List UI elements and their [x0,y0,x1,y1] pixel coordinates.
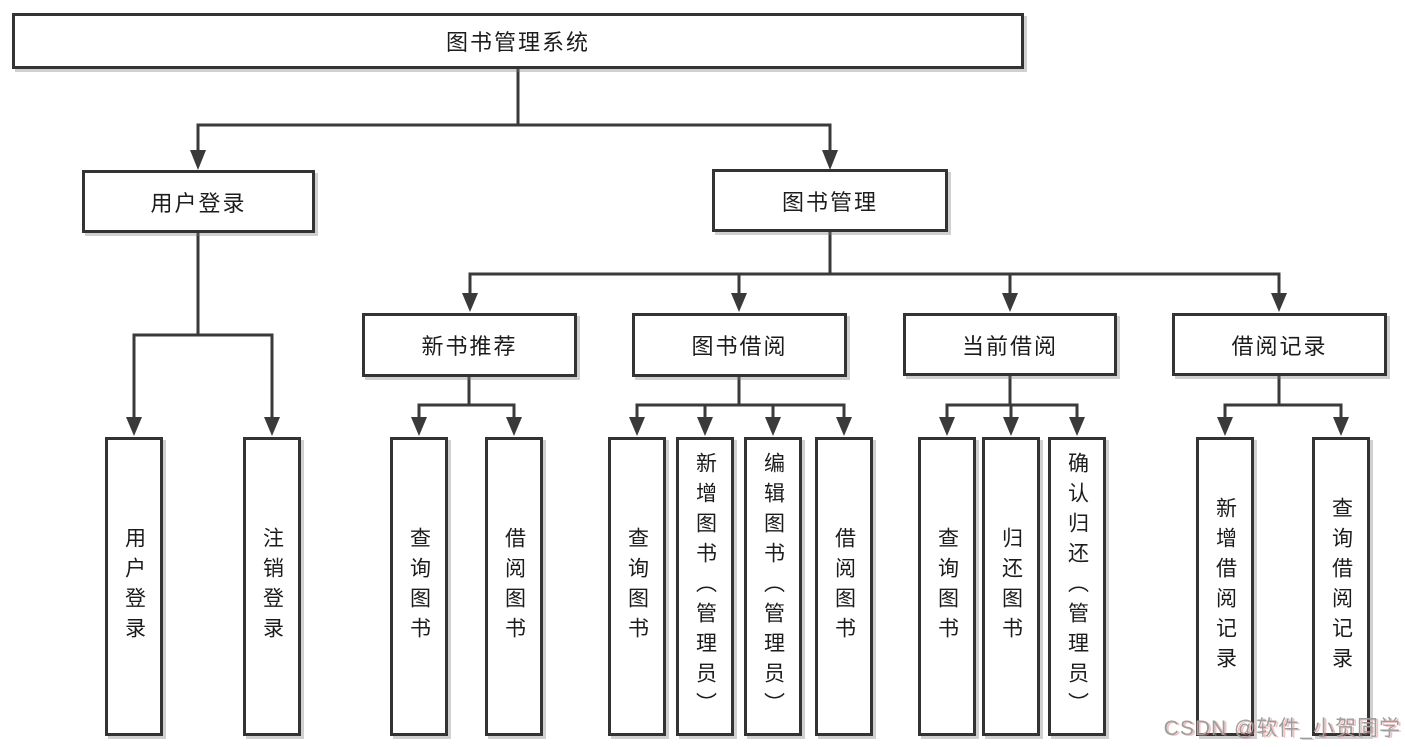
leaf-borrow-books-2: 借阅图书 [815,437,873,736]
node-label: 查询图书 [407,526,431,647]
node-new-book-recommend: 新书推荐 [362,313,577,377]
node-label: 当前借阅 [961,333,1058,359]
node-label: 确认归还（管理员） [1065,451,1089,722]
leaf-logout: 注销登录 [243,437,301,736]
node-borrow-records: 借阅记录 [1172,313,1387,376]
node-label: 图书管理系统 [445,30,590,55]
node-book-borrow: 图书借阅 [632,313,847,377]
node-label: 借阅图书 [502,526,526,647]
node-label: 借阅图书 [832,526,856,647]
node-book-management: 图书管理 [712,169,948,232]
node-label: 新书推荐 [421,334,518,359]
leaf-query-books-3: 查询图书 [918,437,976,736]
leaf-edit-book-admin: 编辑图书（管理员） [744,437,802,736]
leaf-borrow-books-1: 借阅图书 [485,437,543,736]
node-label: 查询图书 [625,526,649,647]
node-label: 新增借阅记录 [1213,496,1237,677]
leaf-add-book-admin: 新增图书（管理员） [676,437,734,736]
node-current-borrow: 当前借阅 [903,313,1117,376]
leaf-user-login: 用户登录 [105,437,163,736]
node-label: 新增图书（管理员） [693,451,717,722]
leaf-return-books: 归还图书 [982,437,1040,736]
node-label: 用户登录 [150,190,247,216]
node-label: 查询图书 [935,526,959,647]
node-library-system: 图书管理系统 [12,13,1024,69]
node-label: 图书管理 [781,189,878,215]
node-label: 归还图书 [999,526,1023,647]
leaf-query-borrow-record: 查询借阅记录 [1312,437,1370,736]
leaf-query-books-1: 查询图书 [390,437,448,736]
node-label: 查询借阅记录 [1329,496,1353,677]
leaf-query-books-2: 查询图书 [608,437,666,736]
leaf-confirm-return-admin: 确认归还（管理员） [1048,437,1106,736]
node-label: 编辑图书（管理员） [761,451,785,722]
leaf-add-borrow-record: 新增借阅记录 [1196,437,1254,736]
node-label: 用户登录 [122,526,146,647]
node-user-login: 用户登录 [82,170,315,233]
watermark: CSDN @软件_小贺同学 [1163,717,1401,740]
node-label: 注销登录 [260,526,284,647]
node-label: 借阅记录 [1231,333,1328,359]
node-label: 图书借阅 [691,334,788,359]
